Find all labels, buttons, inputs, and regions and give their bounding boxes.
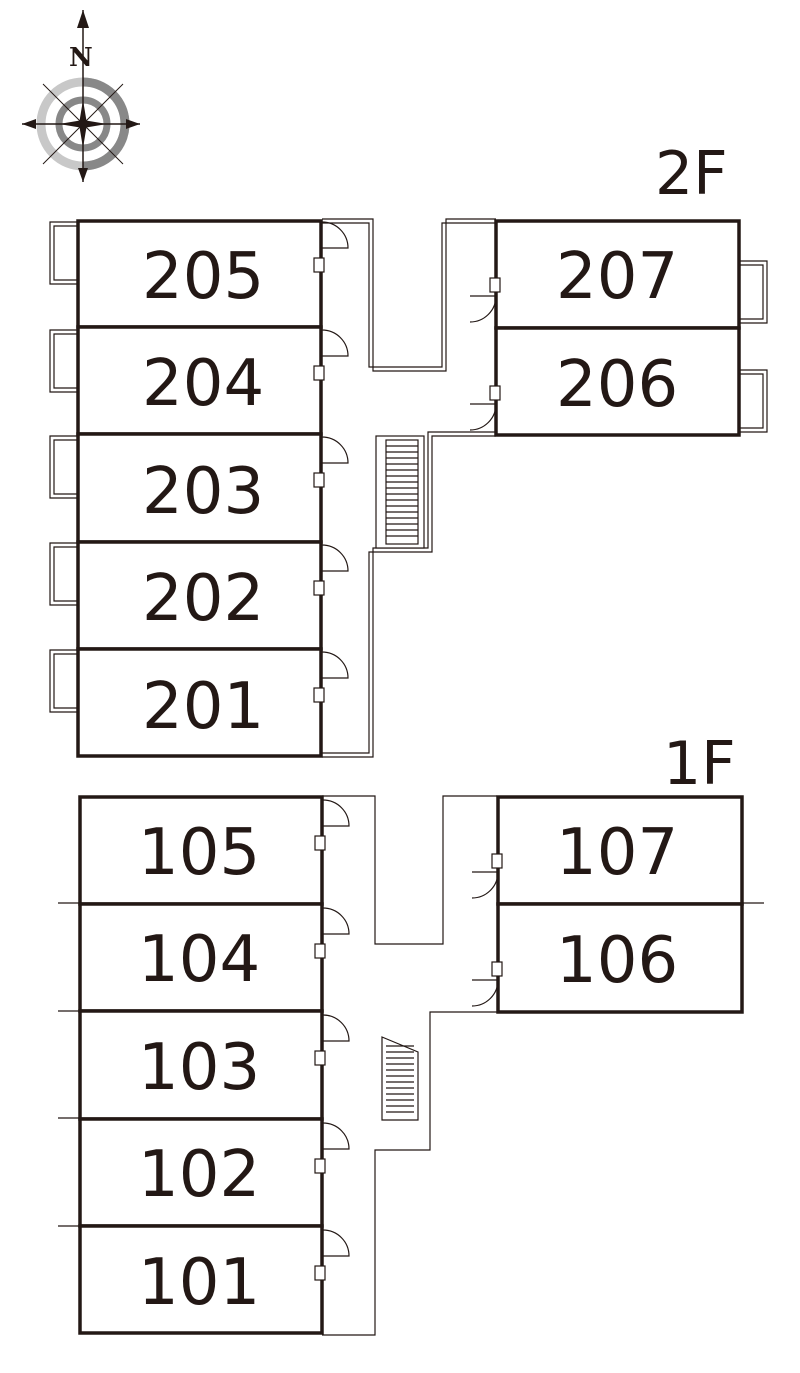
room-106 [496, 902, 744, 1014]
room-label: 205 [142, 240, 264, 314]
floor-label-1f: 1F [663, 729, 736, 799]
room-102 [78, 1117, 324, 1228]
floor-2f: 2F [49, 139, 768, 758]
room-205 [76, 219, 323, 329]
room-label: 202 [142, 562, 264, 636]
room-204 [76, 325, 323, 436]
room-103 [78, 1009, 324, 1121]
doors-2f-left [313, 221, 349, 703]
doors-1f-right [471, 853, 503, 1007]
room-207 [494, 219, 741, 330]
doors-2f-right [469, 277, 501, 431]
room-label: 107 [556, 816, 678, 890]
room-206 [494, 326, 741, 437]
room-105 [78, 795, 324, 906]
room-label: 204 [142, 347, 264, 421]
compass-rose-icon: N [22, 10, 140, 182]
room-label: 105 [138, 816, 260, 890]
room-label: 201 [142, 670, 264, 744]
room-203 [76, 432, 323, 544]
room-202 [76, 540, 323, 651]
room-101 [78, 1224, 324, 1335]
room-label: 206 [556, 348, 678, 422]
north-label: N [69, 43, 93, 73]
room-label: 203 [142, 455, 264, 529]
room-label: 207 [556, 240, 678, 314]
stairs-1f [381, 1036, 419, 1121]
room-104 [78, 902, 324, 1013]
floor-1f: 1F [58, 729, 764, 1336]
balconies-2f-right [740, 260, 768, 433]
room-107 [496, 795, 744, 906]
room-label: 102 [138, 1138, 260, 1212]
stairs-2f [375, 435, 425, 549]
floor-label-2f: 2F [655, 139, 728, 209]
room-label: 103 [138, 1031, 260, 1105]
room-label: 106 [556, 924, 678, 998]
room-label: 104 [138, 923, 260, 997]
balconies-2f-left [49, 221, 78, 713]
room-label: 101 [138, 1246, 260, 1320]
doors-1f-left [314, 799, 350, 1281]
